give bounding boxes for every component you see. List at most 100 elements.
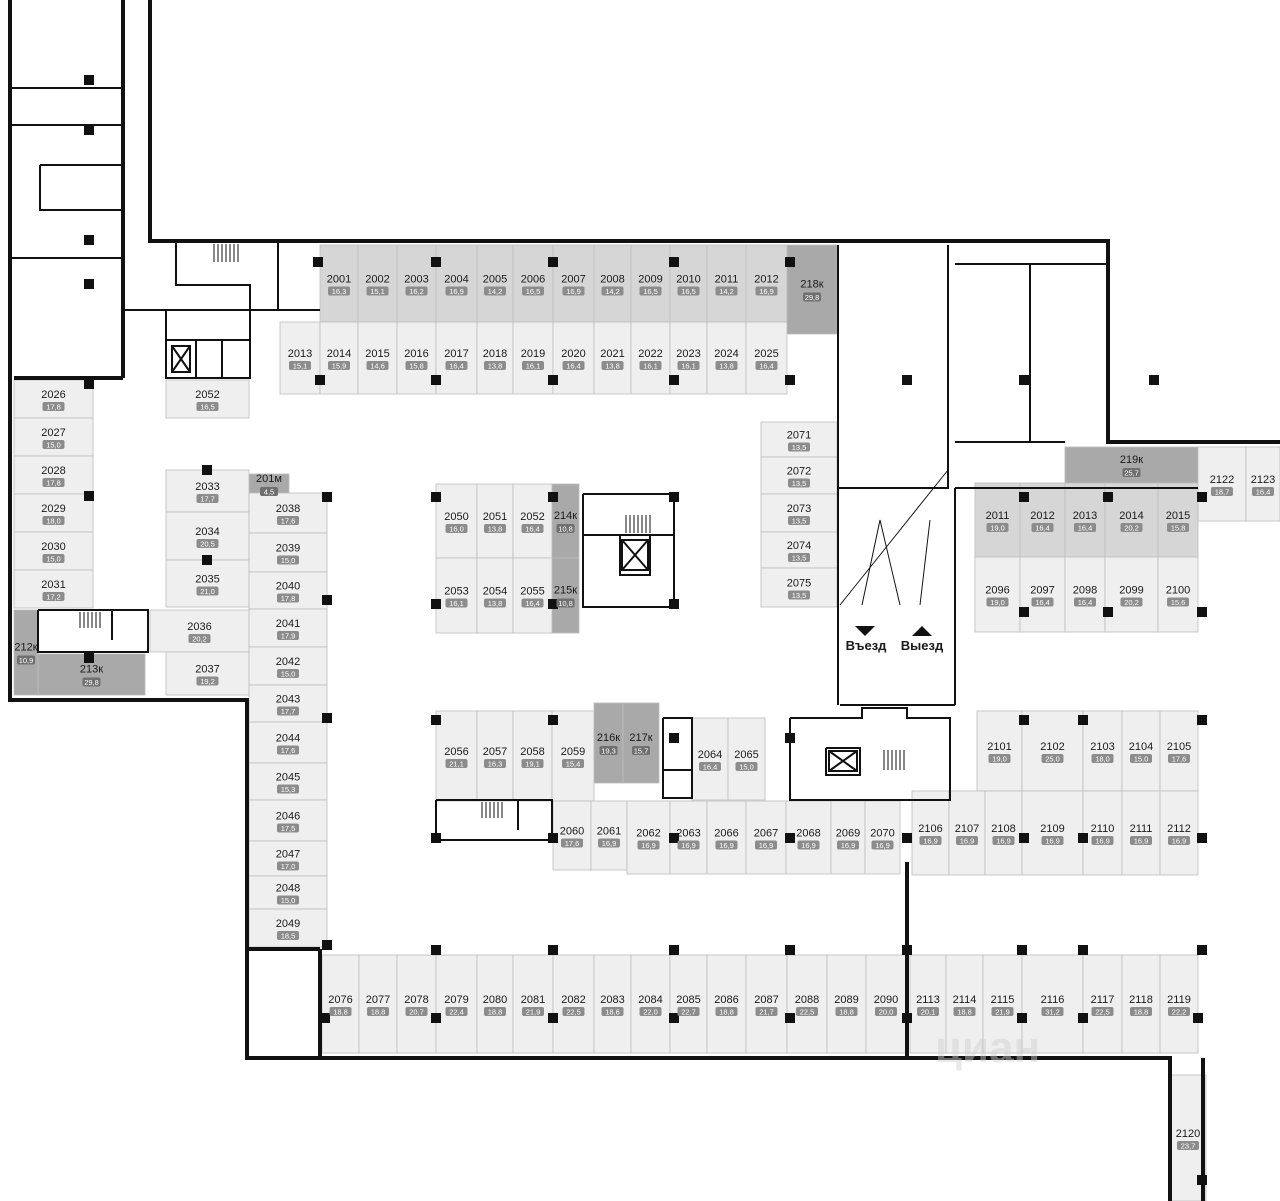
parking-spot-2123[interactable] [1245,446,1280,522]
parking-spot-2016[interactable] [396,321,437,395]
parking-spot-218к[interactable] [786,244,838,335]
parking-spot-2089[interactable] [826,954,867,1054]
parking-spot-2066[interactable] [706,800,747,875]
parking-spot-2041[interactable] [248,608,328,648]
parking-spot-2030[interactable] [13,531,94,571]
area-badge [289,361,311,370]
parking-spot-2087[interactable] [745,954,788,1054]
parking-spot-2084[interactable] [630,954,671,1054]
parking-spot-216к[interactable] [593,702,624,784]
parking-spot-2003[interactable] [396,244,437,323]
parking-spot-2039[interactable] [248,532,328,573]
parking-spot-2042[interactable] [248,646,328,686]
parking-spot-2031[interactable] [13,569,94,609]
parking-spot-2062[interactable] [626,800,671,875]
parking-spot-2119[interactable] [1159,954,1199,1054]
spot-area-text: 14,2 [719,287,734,296]
parking-spot-2013[interactable] [1064,482,1106,558]
parking-spot-2013[interactable] [279,321,321,395]
parking-spot-2055[interactable] [512,557,553,634]
parking-spot-2052[interactable] [512,483,553,559]
parking-spot-2018[interactable] [476,321,514,395]
parking-spot-2097[interactable] [1019,556,1066,633]
parking-spot-2059[interactable] [551,710,595,802]
spot-number: 2100 [1166,585,1190,597]
parking-spot-2078[interactable] [396,954,437,1054]
parking-spot-2028[interactable] [13,455,94,495]
parking-spot-2052[interactable] [165,379,250,419]
parking-spot-2065[interactable] [727,717,766,801]
parking-spot-2107[interactable] [948,790,986,876]
parking-spot-2004[interactable] [435,244,478,323]
parking-spot-2057[interactable] [476,710,514,802]
parking-spot-2100[interactable] [1157,556,1199,633]
column-marker [202,555,212,565]
parking-spot-2035[interactable] [165,559,250,608]
area-badge [988,754,1011,763]
parking-spot-2053[interactable] [435,557,478,634]
parking-spot-2060[interactable] [552,800,592,871]
parking-spot-2054[interactable] [476,557,514,634]
parking-spot-2024[interactable] [706,321,747,395]
parking-spot-215к[interactable] [551,557,580,634]
parking-spot-2110[interactable] [1082,790,1123,876]
parking-spot-2043[interactable] [248,684,328,723]
parking-spot-2076[interactable] [321,954,360,1054]
parking-spot-2027[interactable] [13,417,94,457]
parking-spot-2086[interactable] [706,954,747,1054]
column-marker [1017,945,1027,955]
parking-spot-2072[interactable] [760,456,838,495]
parking-spot-2008[interactable] [593,244,632,323]
parking-spot-2067[interactable] [745,800,787,875]
parking-spot-2015[interactable] [357,321,398,395]
area-badge [556,598,575,608]
parking-spot-2117[interactable] [1082,954,1123,1054]
parking-spot-2019[interactable] [512,321,554,395]
parking-spot-217к[interactable] [622,702,660,784]
parking-spot-2077[interactable] [358,954,398,1054]
parking-spot-2021[interactable] [593,321,632,395]
parking-spot-2002[interactable] [357,244,398,323]
parking-spot-2038[interactable] [248,492,328,534]
parking-spot-2069[interactable] [830,800,866,875]
parking-spot-2014[interactable] [1104,482,1159,558]
parking-spot-2036[interactable] [149,609,250,653]
parking-spot-2075[interactable] [760,567,838,608]
parking-spot-2061[interactable] [590,800,628,871]
parking-spot-2080[interactable] [476,954,514,1054]
parking-spot-2029[interactable] [13,493,94,533]
parking-spot-2006[interactable] [512,244,554,323]
parking-spot-2116[interactable] [1021,954,1084,1054]
parking-spot-2105[interactable] [1159,710,1199,792]
parking-spot-2022[interactable] [630,321,671,395]
parking-spot-2101[interactable] [976,710,1023,792]
parking-spot-2081[interactable] [512,954,554,1054]
parking-spot-2025[interactable] [745,321,788,395]
parking-spot-2073[interactable] [760,493,838,533]
parking-spot-2012[interactable] [745,244,788,323]
parking-spot-2026[interactable] [13,379,94,419]
parking-spot-2112[interactable] [1159,790,1199,876]
parking-spot-2122[interactable] [1197,446,1247,522]
parking-spot-2114[interactable] [945,954,984,1054]
parking-spot-2111[interactable] [1121,790,1161,876]
parking-spot-2115[interactable] [982,954,1023,1054]
parking-spot-2040[interactable] [248,571,328,610]
parking-spot-2045[interactable] [248,762,328,801]
parking-spot-2017[interactable] [435,321,478,395]
parking-spot-2011[interactable] [974,482,1021,558]
parking-spot-2056[interactable] [435,710,478,802]
parking-spot-2098[interactable] [1064,556,1106,633]
area-badge [1167,597,1189,607]
parking-spot-2051[interactable] [476,483,514,559]
parking-spot-2064[interactable] [691,717,729,801]
parking-spot-2001[interactable] [319,244,359,323]
parking-spot-2090[interactable] [865,954,907,1054]
spot-area-text: 31,2 [1045,1008,1060,1017]
parking-spot-2085[interactable] [669,954,708,1054]
parking-spot-2103[interactable] [1082,710,1123,792]
parking-spot-2102[interactable] [1021,710,1084,792]
spot-number: 2040 [276,581,300,593]
parking-spot-2020[interactable] [552,321,595,395]
parking-spot-2108[interactable] [984,790,1023,876]
